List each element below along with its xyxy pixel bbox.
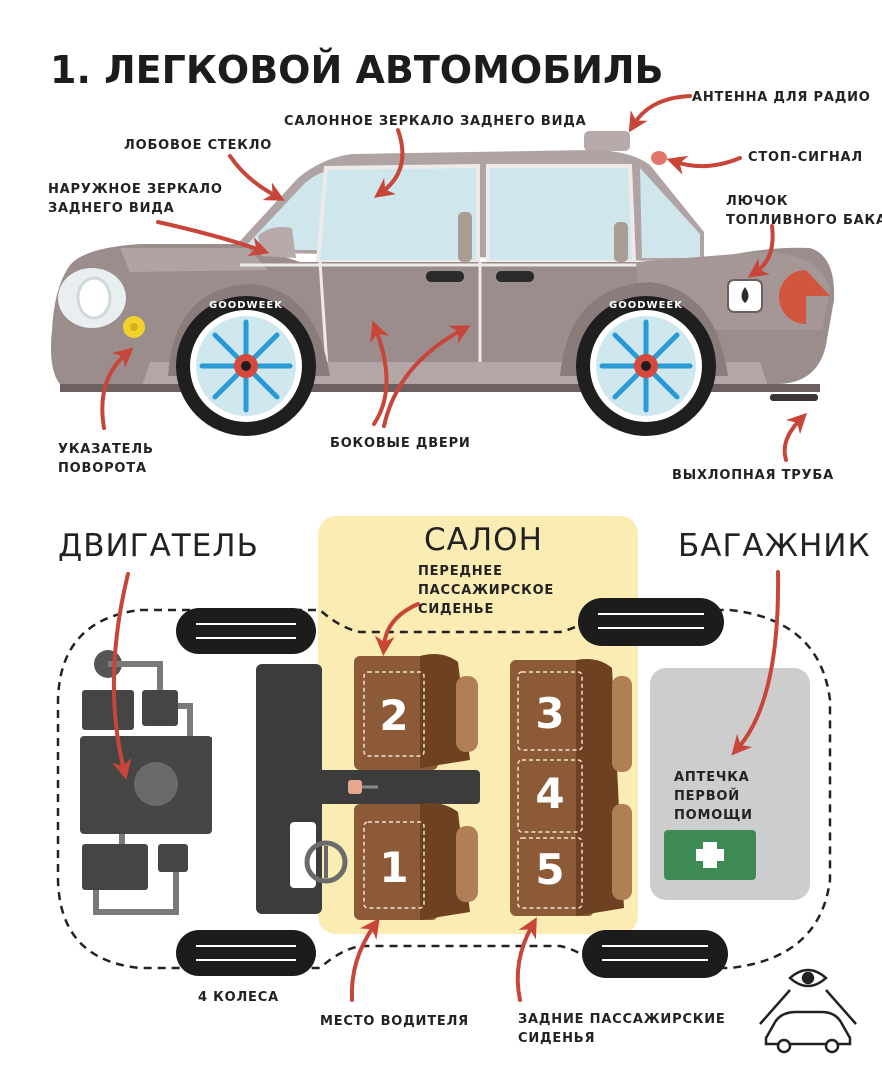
plan-wheel (176, 598, 728, 978)
arrow-door-2 (382, 325, 471, 428)
rear-seats (510, 659, 632, 916)
label-turn-2: ПОВОРОТА (58, 461, 147, 476)
top-view-eye-icon (759, 968, 857, 1054)
label-wheels: 4 КОЛЕСА (198, 990, 279, 1005)
label-first-aid-1: АПТЕЧКА (674, 770, 750, 785)
arrow-turn-signal (100, 347, 134, 430)
arrow-antenna (628, 94, 692, 133)
seat-number: 1 (379, 843, 408, 892)
label-cabin: САЛОН (424, 522, 543, 558)
arrow-exhaust (782, 412, 808, 462)
windshield-shape (242, 168, 340, 250)
label-trunk: БАГАЖНИК (678, 528, 871, 564)
arrow-driver (349, 917, 380, 1002)
label-rear-seats-2: СИДЕНЬЯ (518, 1031, 596, 1046)
rear-window (486, 164, 637, 264)
arrow-door-1 (370, 320, 389, 426)
seat-box (517, 759, 583, 833)
label-exhaust: ВЫХЛОПНАЯ ТРУБА (672, 468, 834, 483)
label-first-aid-2: ПЕРВОЙ (674, 789, 740, 804)
car-side-illustration: GOODWEEK GOODWEEK (51, 94, 835, 462)
first-aid-cross-icon (696, 842, 724, 868)
gear-lever (348, 780, 362, 794)
label-driver-seat: МЕСТО ВОДИТЕЛЯ (320, 1014, 469, 1029)
rear-lamp (779, 270, 830, 324)
rear-glass (640, 168, 700, 258)
front-seats (354, 654, 478, 920)
label-front-seat-2: ПАССАЖИРСКОЕ (418, 583, 555, 598)
label-fuel-2: ТОПЛИВНОГО БАКА (726, 213, 882, 228)
seat-box (517, 671, 583, 751)
side-mirror (258, 227, 296, 258)
label-mirror-inside: САЛОННОЕ ЗЕРКАЛО ЗАДНЕГО ВИДА (284, 114, 587, 129)
arrow-engine (111, 572, 132, 780)
small-car-icon (764, 1010, 852, 1046)
car-plan-illustration: 2 1 3 4 5 (56, 516, 857, 1054)
seat-number: 3 (535, 689, 564, 738)
label-antenna: АНТЕННА ДЛЯ РАДИО (692, 90, 871, 105)
tire-brand-label: GOODWEEK (609, 300, 683, 311)
front-wheel: GOODWEEK (176, 296, 316, 436)
label-brake-light: СТОП-СИГНАЛ (748, 150, 863, 165)
arrow-outside-mirror (156, 220, 270, 257)
arrow-mirror-inside (373, 128, 405, 198)
seat-box (517, 837, 583, 909)
seat-number: 4 (535, 769, 564, 818)
arrow-windshield (228, 154, 285, 201)
door-handle-front (426, 271, 464, 282)
label-outside-mirror-1: НАРУЖНОЕ ЗЕРКАЛО (48, 182, 223, 197)
brake-light-shape (651, 151, 667, 165)
label-front-seat-1: ПЕРЕДНЕЕ (418, 564, 503, 579)
seat-box (363, 821, 425, 909)
seat-number: 5 (535, 845, 564, 894)
label-turn-1: УКАЗАТЕЛЬ (58, 442, 154, 457)
label-rear-seats-1: ЗАДНИЕ ПАССАЖИРСКИЕ (518, 1012, 726, 1027)
arrow-rear-seats (515, 917, 537, 1002)
door-handle-rear (496, 271, 534, 282)
seat-number: 2 (379, 691, 408, 740)
arrow-trunk (731, 570, 781, 756)
page-title: 1. ЛЕГКОВОЙ АВТОМОБИЛЬ (50, 48, 664, 92)
arrow-brake-light (666, 155, 742, 175)
label-engine: ДВИГАТЕЛЬ (58, 528, 259, 564)
label-windshield: ЛОБОВОЕ СТЕКЛО (124, 138, 273, 153)
front-window (315, 163, 480, 264)
label-doors: БОКОВЫЕ ДВЕРИ (330, 436, 471, 451)
arrow-front-seat (374, 602, 420, 656)
label-fuel-1: ЛЮЧОК (726, 194, 789, 209)
arrow-fuel-cap (747, 224, 775, 278)
label-front-seat-3: СИДЕНЬЕ (418, 602, 495, 617)
label-first-aid-3: ПОМОЩИ (674, 808, 753, 823)
engine-block (80, 650, 212, 915)
antenna-base (584, 131, 630, 151)
steering-wheel (304, 840, 348, 884)
tire-brand-label: GOODWEEK (209, 300, 283, 311)
exhaust-pipe (770, 394, 818, 401)
label-outside-mirror-2: ЗАДНЕГО ВИДА (48, 201, 175, 216)
rear-wheel: GOODWEEK (576, 296, 716, 436)
